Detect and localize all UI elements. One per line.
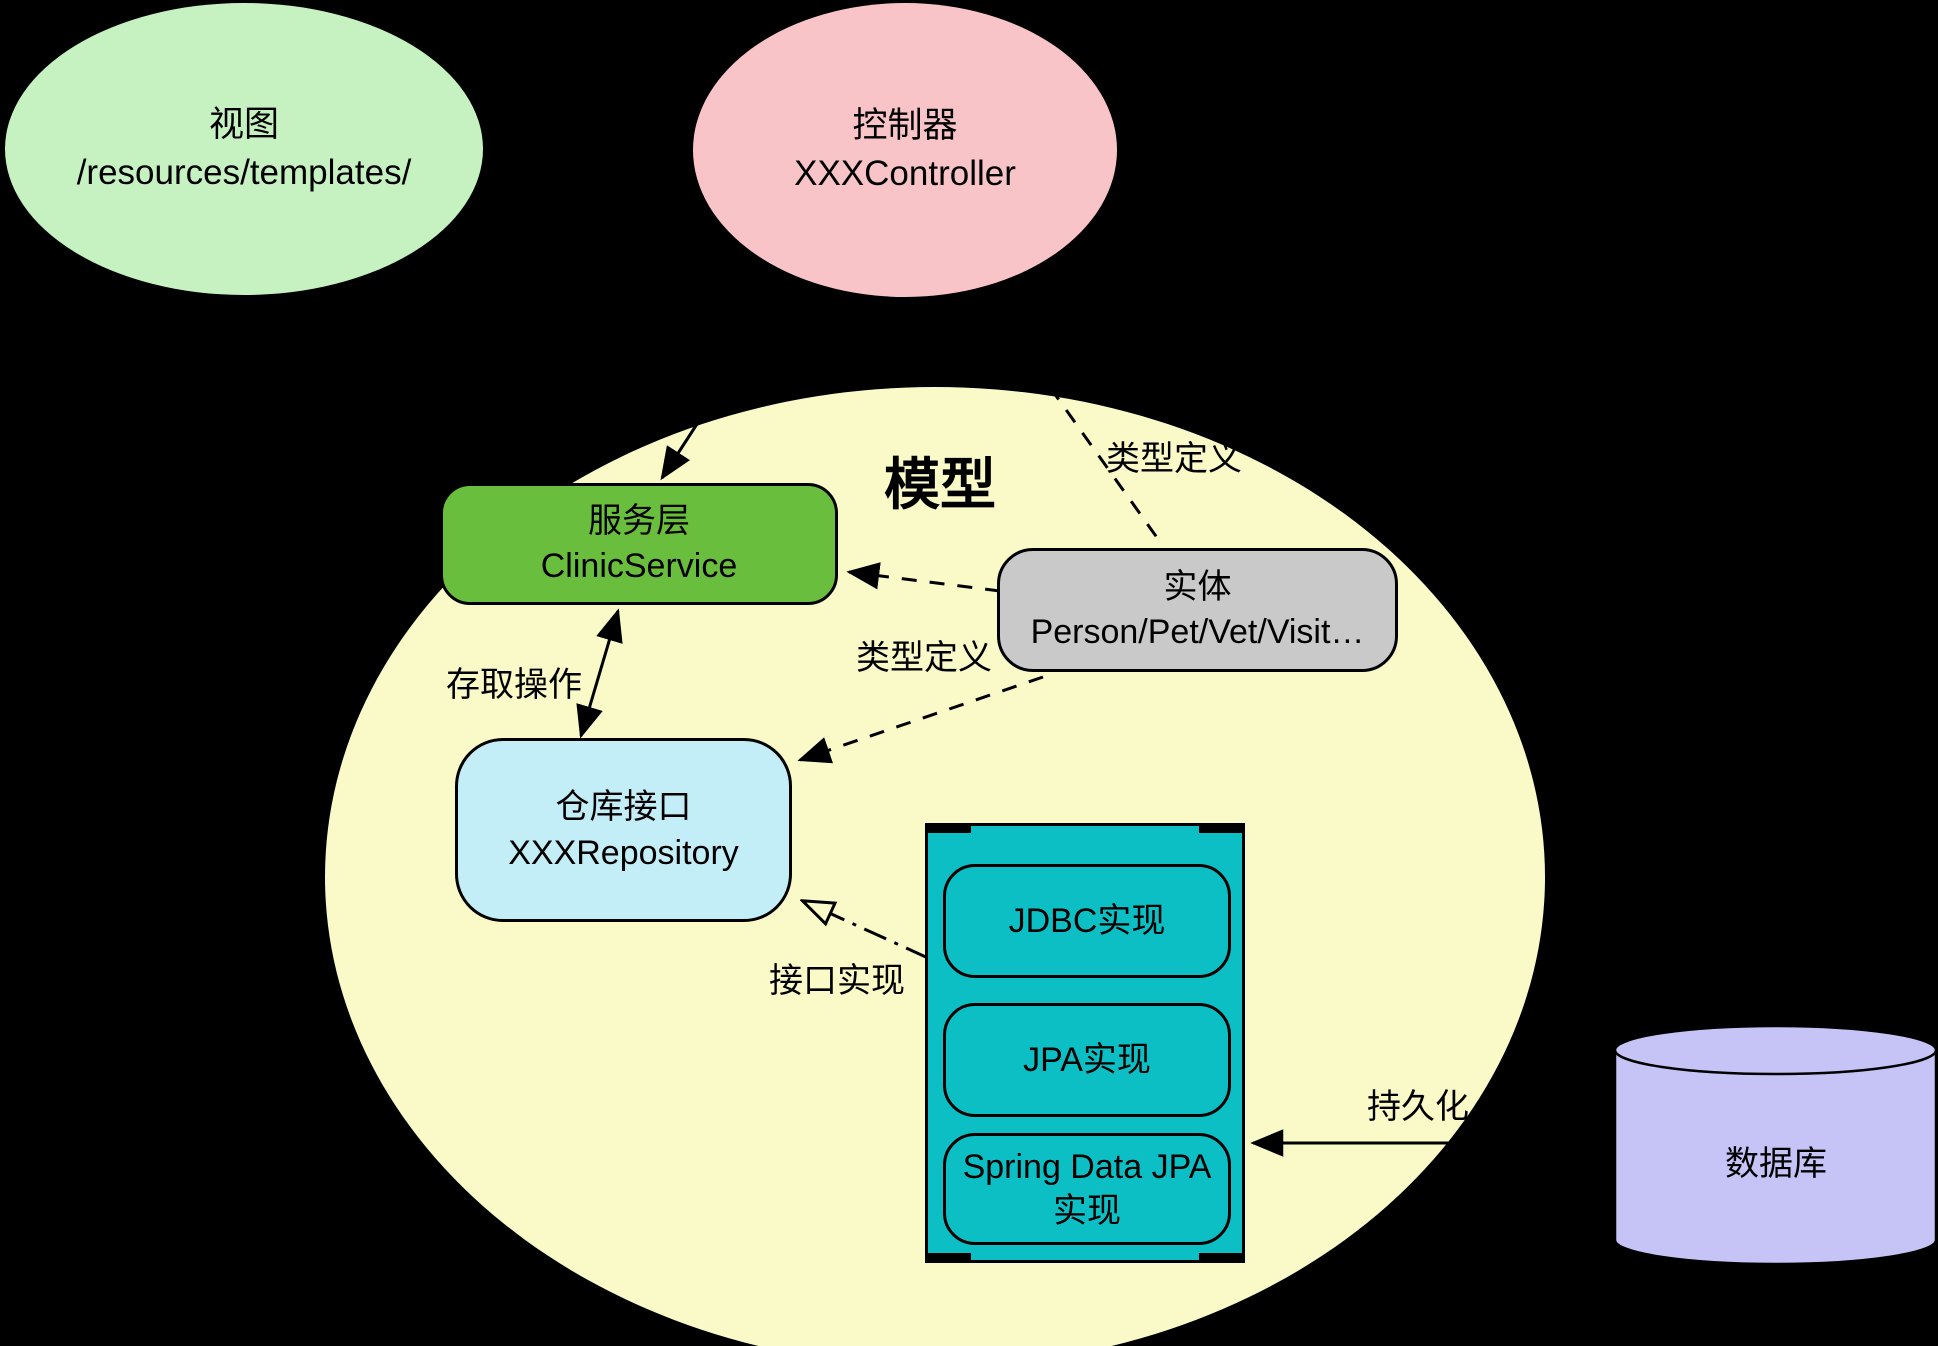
database-label: 数据库 <box>1725 1145 1827 1183</box>
container-corner-mark <box>1199 1253 1245 1263</box>
spring-data-jpa-impl-node: Spring Data JPA 实现 <box>943 1133 1231 1245</box>
view-node: 视图 /resources/templates/ <box>5 3 483 295</box>
service-node: 服务层 ClinicService <box>440 483 838 605</box>
entity-node: 实体 Person/Pet/Vet/Visit… <box>997 548 1398 672</box>
jpa-impl-node: JPA实现 <box>943 1003 1231 1117</box>
edge-controller-to-entity <box>983 295 1165 547</box>
edge-label-persistence: 持久化 <box>1367 1088 1469 1126</box>
container-corner-mark <box>925 823 971 833</box>
entity-node-title: 实体 <box>1163 568 1232 607</box>
view-node-title: 视图 <box>208 104 279 144</box>
controller-node: 控制器 XXXController <box>693 3 1117 297</box>
arrow-entity-to-repository <box>797 675 1044 764</box>
model-region-title: 模型 <box>884 453 996 516</box>
container-corner-mark <box>925 1253 971 1263</box>
entity-node-subtitle: Person/Pet/Vet/Visit… <box>1030 613 1365 651</box>
arrow-entity-to-service <box>846 562 1001 593</box>
repository-node-subtitle: XXXRepository <box>508 834 739 872</box>
arrow-controller-to-service <box>660 295 782 481</box>
arrow-service-repository-bidirectional <box>576 608 623 739</box>
jpa-impl-label: JPA实现 <box>1023 1040 1151 1079</box>
view-node-subtitle: /resources/templates/ <box>76 153 412 192</box>
database-cylinder <box>1613 1024 1938 1266</box>
controller-node-title: 控制器 <box>852 105 958 145</box>
repository-node: 仓库接口 XXXRepository <box>455 738 792 922</box>
jdbc-impl-label: JDBC实现 <box>1008 901 1166 940</box>
edge-label-type-definition-mid: 类型定义 <box>856 639 992 677</box>
service-node-subtitle: ClinicService <box>540 547 738 585</box>
service-node-title: 服务层 <box>588 502 690 541</box>
edge-label-interface-implementation: 接口实现 <box>769 962 905 1000</box>
jdbc-impl-node: JDBC实现 <box>943 864 1231 978</box>
arrow-impl-to-repository <box>803 901 929 960</box>
repository-node-title: 仓库接口 <box>555 787 692 826</box>
database-cylinder-top <box>1613 1024 1938 1076</box>
edge-label-access-operations: 存取操作 <box>446 666 582 704</box>
controller-node-subtitle: XXXController <box>794 154 1016 193</box>
edge-label-type-definition-top: 类型定义 <box>1106 440 1242 478</box>
container-corner-mark <box>1199 823 1245 833</box>
implementations-container: JDBC实现 JPA实现 Spring Data JPA 实现 <box>925 823 1245 1263</box>
spring-data-jpa-impl-label-line2: 实现 <box>1053 1192 1121 1230</box>
spring-data-jpa-impl-label-line1: Spring Data JPA <box>962 1147 1212 1186</box>
